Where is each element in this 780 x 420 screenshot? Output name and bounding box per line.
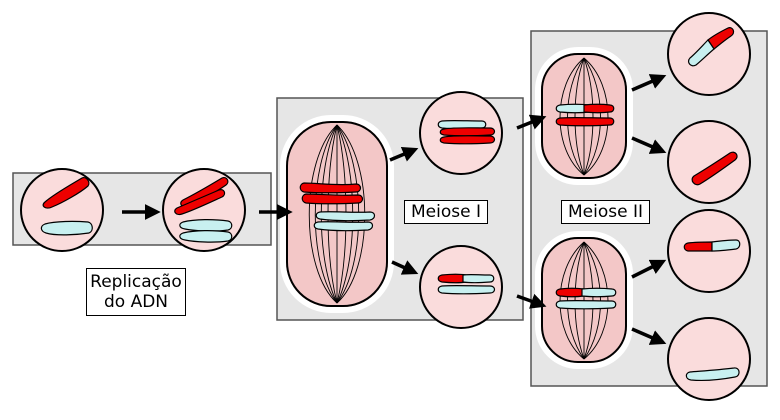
arrow-right-icon: [631, 259, 667, 279]
arrow-right-icon: [391, 260, 419, 275]
meiosis-1-label: Meiose I: [404, 200, 488, 224]
arrow-right-icon: [631, 136, 667, 154]
chromosome-red: [583, 103, 615, 114]
replication-label-line2: do ADN: [103, 292, 169, 312]
arrow-right-icon: [631, 74, 667, 92]
gamete-4: [667, 317, 751, 401]
chromosome-red: [439, 127, 496, 137]
replication-label: Replicação do ADN: [86, 268, 186, 316]
chromosome-blue: [462, 273, 495, 284]
chromosome-blue: [555, 299, 617, 310]
arrow-right-icon: [389, 146, 419, 162]
meiosis-2-spindle-cell-bottom: [535, 231, 633, 369]
chromosome-blue: [40, 220, 93, 236]
chromosome-red: [707, 27, 735, 50]
meiosis-2-label: Meiose II: [561, 200, 650, 224]
chromosome-red: [42, 177, 90, 209]
chromosome-red: [691, 151, 738, 186]
chromosome-blue: [685, 367, 740, 381]
chromosome-blue: [179, 219, 233, 232]
gamete-1: [667, 12, 751, 96]
chromosome-blue: [179, 230, 233, 243]
chromosome-red: [683, 241, 713, 252]
meiosis-1-spindle-cell: [280, 115, 394, 313]
gamete-2: [667, 120, 751, 204]
meiosis-2-spindle-cell-top: [535, 47, 633, 185]
chromosome-blue: [687, 39, 715, 67]
arrow-right-icon: [516, 114, 547, 130]
initial-cell: [20, 168, 104, 252]
chromosome-blue: [315, 211, 376, 222]
chromosome-red: [439, 135, 496, 145]
gamete-3: [667, 209, 751, 293]
chromosome-blue: [581, 287, 617, 298]
meiosis-1-daughter-top: [419, 91, 503, 175]
chromosome-red: [174, 189, 226, 216]
chromosome-blue: [437, 284, 496, 295]
chromosome-blue: [711, 239, 741, 252]
arrow-right-icon: [631, 327, 667, 345]
chromosome-red: [555, 116, 615, 127]
replicated-cell: [162, 168, 246, 252]
meiosis-1-daughter-bottom: [419, 245, 503, 329]
spindle-fibers: [559, 57, 609, 176]
replication-label-line1: Replicação: [90, 272, 182, 292]
chromosome-red: [299, 182, 362, 194]
chromosome-red: [301, 193, 364, 205]
chromosome-blue: [313, 221, 374, 232]
arrow-right-icon: [516, 293, 547, 309]
